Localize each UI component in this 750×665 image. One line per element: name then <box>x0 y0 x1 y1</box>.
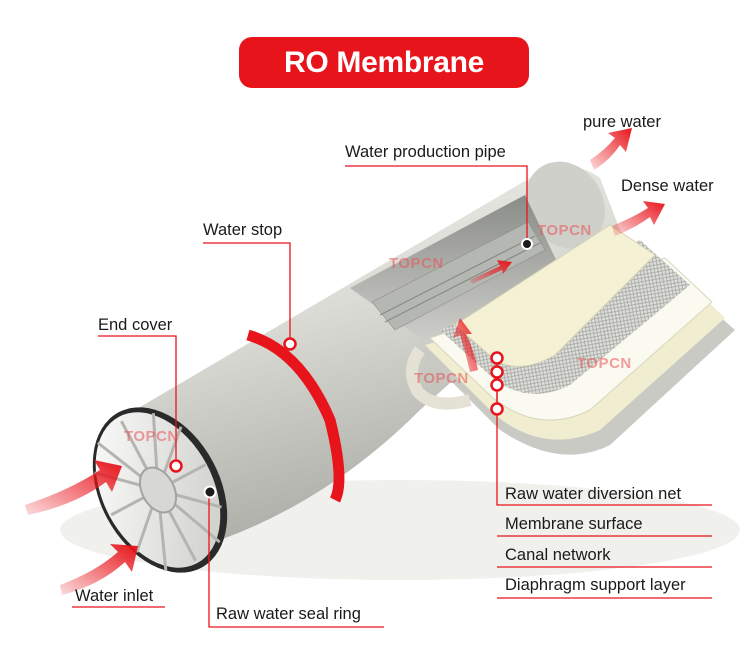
pure-water-arrow <box>590 128 632 170</box>
label-raw-water-seal-ring: Raw water seal ring <box>216 605 361 623</box>
marker-dots <box>169 238 533 499</box>
label-diaphragm-support-layer: Diaphragm support layer <box>505 576 686 594</box>
watermark: TOPCN <box>577 355 632 372</box>
watermark: TOPCN <box>124 428 179 445</box>
label-water-stop: Water stop <box>203 221 283 239</box>
label-raw-water-diversion-net: Raw water diversion net <box>505 485 682 503</box>
label-pure-water: pure water <box>583 113 661 131</box>
label-water-production-pipe: Water production pipe <box>345 143 506 161</box>
watermark: TOPCN <box>537 222 592 239</box>
layer-curl <box>406 346 472 410</box>
page-title: RO Membrane <box>239 37 529 88</box>
inlet-arrow-upper <box>25 460 122 515</box>
pipe-line <box>379 235 536 316</box>
pipe-arrow <box>470 260 512 284</box>
label-membrane-surface: Membrane surface <box>505 515 643 533</box>
dense-water-arrow <box>612 201 665 236</box>
permeate-arrow-inner <box>453 318 478 372</box>
label-water-inlet: Water inlet <box>75 587 154 605</box>
inlet-arrow-lower <box>60 544 138 595</box>
watermark: TOPCN <box>389 255 444 272</box>
label-canal-network: Canal network <box>505 546 611 564</box>
water-stop-band <box>246 329 345 503</box>
label-end-cover: End cover <box>98 316 173 334</box>
watermark: TOPCN <box>414 370 469 387</box>
pipe-line <box>384 242 541 323</box>
end-cap-hub <box>138 466 178 514</box>
far-end-cap <box>525 161 605 249</box>
label-dense-water: Dense water <box>621 177 714 195</box>
